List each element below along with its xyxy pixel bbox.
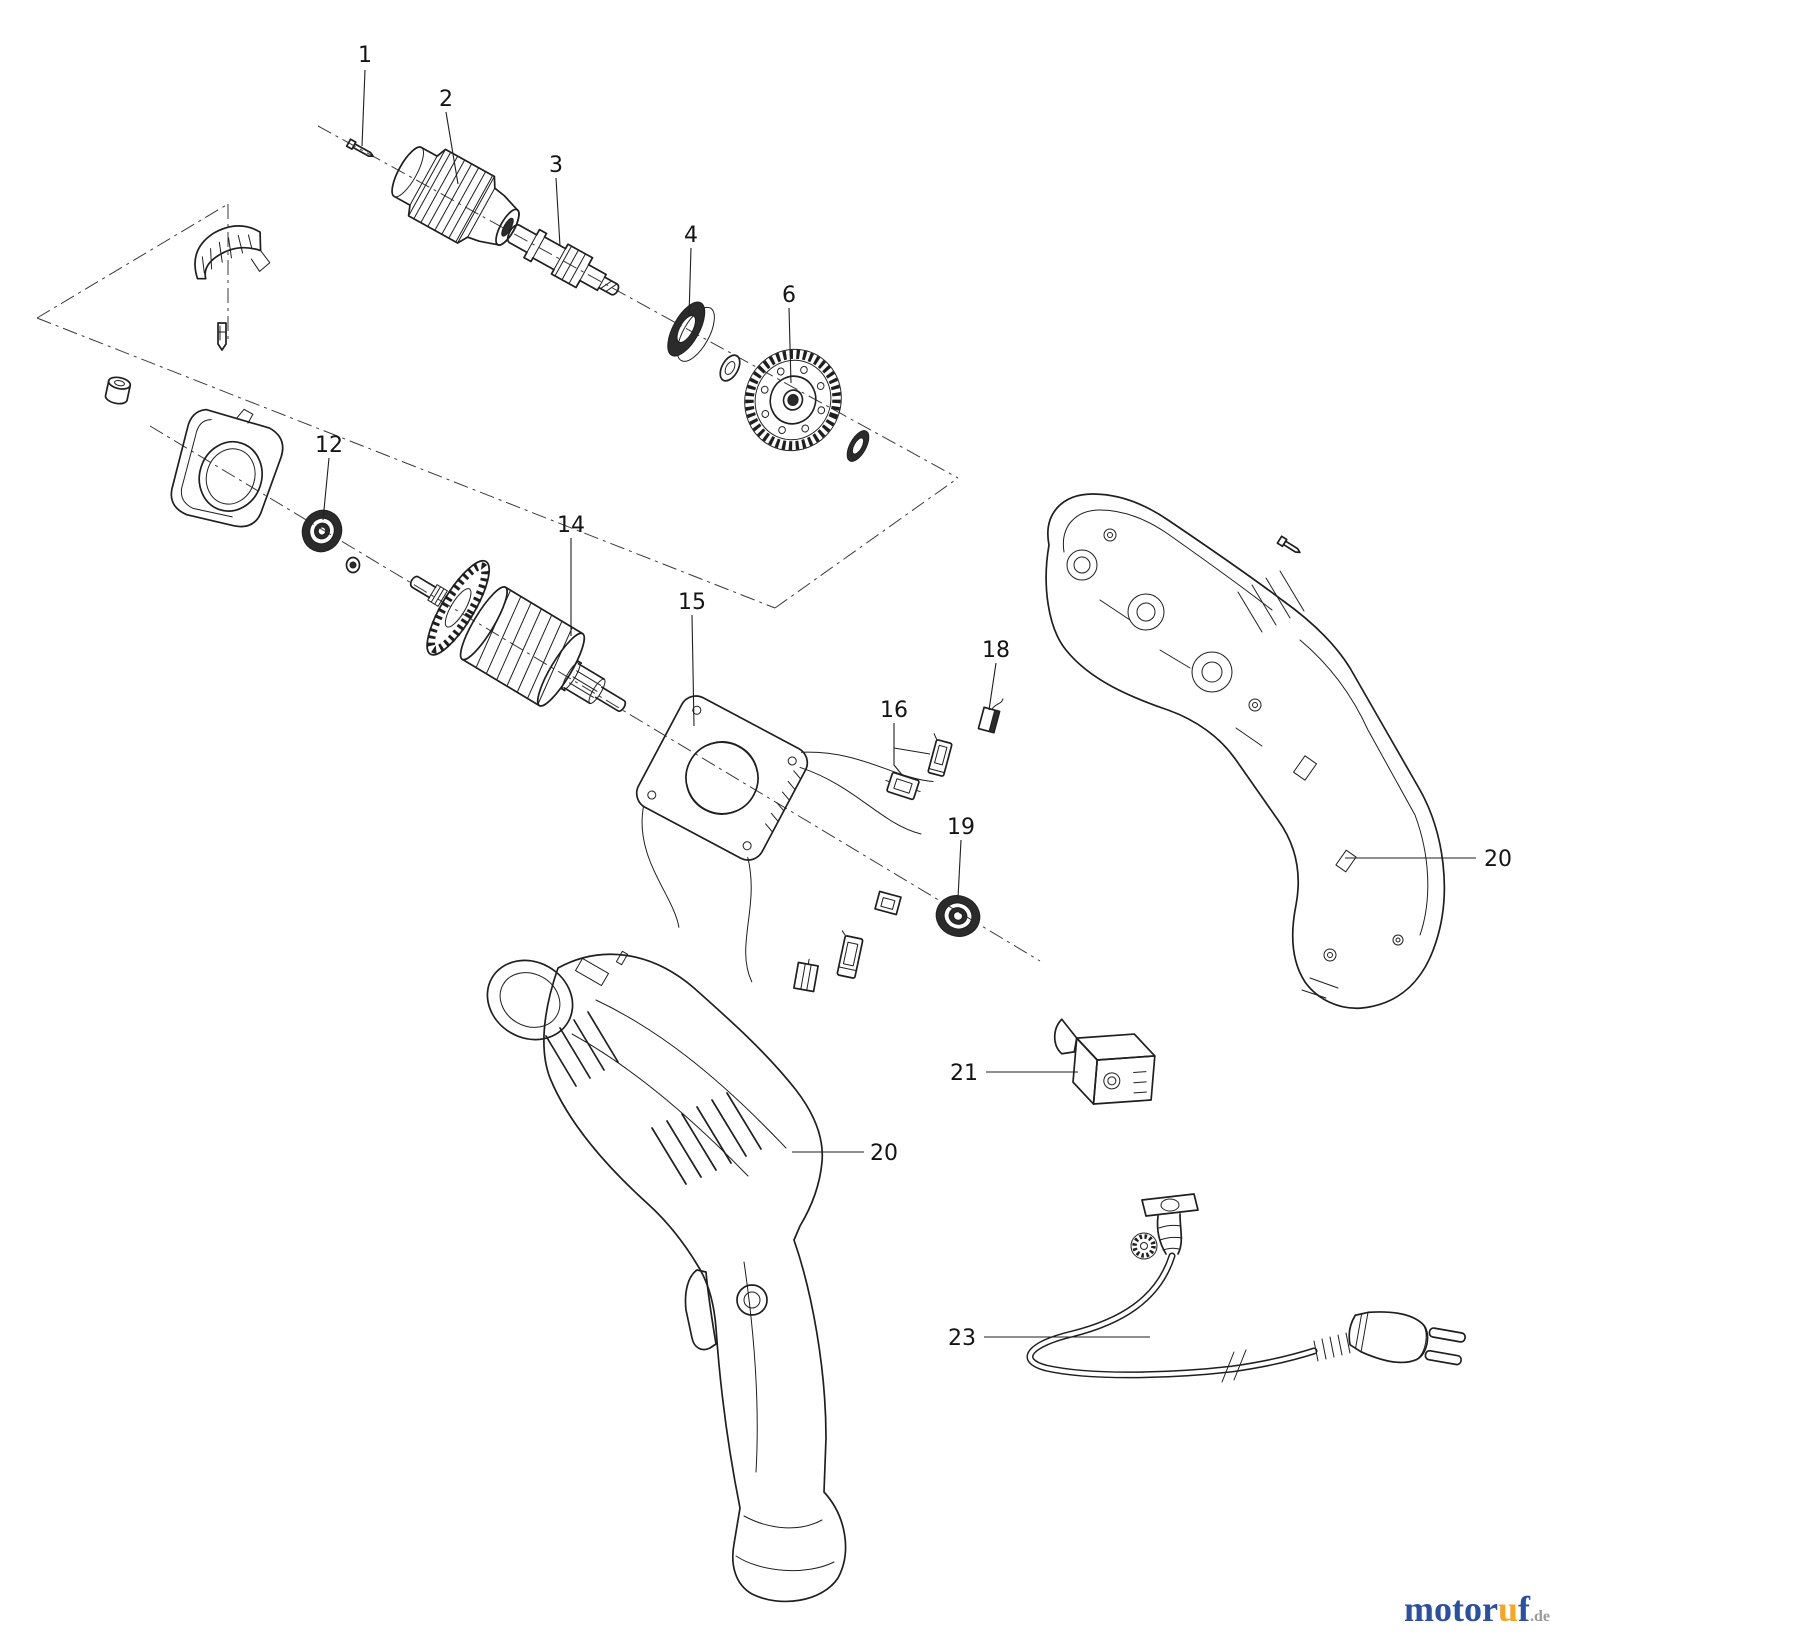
bushing-illustration [104,376,132,405]
part-20-drill-body-illustration [486,950,847,1603]
callout-3: 3 [549,153,563,178]
part-16-brush-holder-illustration [927,733,953,777]
callout-15: 15 [678,590,706,615]
selector-lever-illustration [194,225,271,280]
part-3-spindle-illustration [506,223,620,296]
housing-screw-illustration [1276,535,1301,554]
brand-logo: motoruf.de [1404,1588,1550,1630]
mains-plug-illustration [1348,1311,1466,1366]
part-14-armature-illustration [409,559,627,712]
lock-pin-illustration [217,322,227,351]
callout-6: 6 [782,283,796,308]
callout-19: 19 [947,815,975,840]
callout-21: 21 [950,1061,978,1086]
part-20-housing-half-illustration [1045,493,1446,1010]
gear-cover-plate-illustration [170,408,284,528]
callout-2: 2 [439,87,453,112]
brand-logo-suffix: f [1518,1589,1530,1629]
callout-16: 16 [880,698,908,723]
retaining-ring-illustration [846,430,870,462]
part-4-bearing-illustration [667,301,715,362]
callout-20-housing: 20 [1484,847,1512,872]
callout-4: 4 [684,223,698,248]
part-2-chuck-illustration [391,146,520,246]
part-19-bearing-illustration [935,895,981,937]
part-1-screw-illustration [345,138,374,158]
part-18-carbon-brush-illustration [977,698,1004,734]
small-washer-illustration [345,556,361,574]
callout-labels: 1 2 3 4 6 12 14 15 16 18 19 20 20 21 23 [315,43,1512,1351]
part-16-brush-clip-illustration [885,771,921,801]
brand-logo-prefix: motor [1404,1589,1498,1629]
square-nut-illustration [874,890,902,916]
part-6-gear-illustration [744,348,842,452]
part-12-bearing-illustration [301,509,343,553]
callout-20-body: 20 [870,1141,898,1166]
brand-logo-accent: u [1497,1589,1518,1629]
callout-18: 18 [982,638,1010,663]
center-axis-lines [36,125,1041,962]
brush-block-2-illustration [793,958,819,993]
callout-1: 1 [358,43,372,68]
cord-guard-illustration [1130,1193,1199,1260]
callout-23: 23 [948,1326,976,1351]
callout-14: 14 [557,513,585,538]
brand-logo-tld: .de [1530,1608,1550,1625]
part-21-switch-illustration [1053,1018,1156,1105]
callout-12: 12 [315,433,343,458]
part-15-stator-illustration [635,695,934,983]
brush-holder-2-illustration [836,930,864,979]
washer-illustration [719,354,741,382]
part-23-power-cord-illustration [1026,1252,1466,1383]
leader-lines [322,69,1476,1338]
